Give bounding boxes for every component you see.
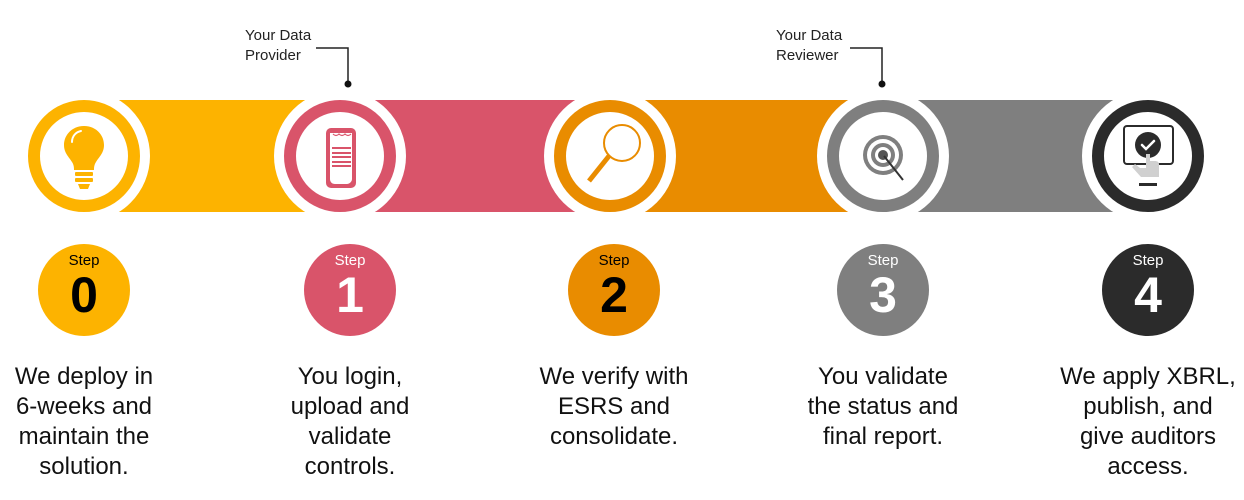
step-label: Step (1132, 252, 1164, 269)
description-line: give auditors (1079, 423, 1217, 450)
touch-check-icon (1123, 125, 1174, 186)
description-line: publish, and (1083, 393, 1213, 420)
description-line: validate (308, 423, 392, 450)
step-number: 3 (869, 267, 897, 323)
description-line: upload and (290, 393, 410, 420)
callout-data-provider: Your Data Provider (245, 26, 311, 66)
step-badge-3: Step 3 (837, 244, 929, 336)
description-line: We deploy in (14, 363, 154, 390)
callout-line: Reviewer (776, 47, 839, 64)
description-line: the status and (807, 393, 959, 420)
step-3-description: You validate the status and final report… (783, 362, 983, 452)
step-label: Step (334, 252, 366, 269)
step-label: Step (867, 252, 899, 269)
callout-leader-provider (316, 47, 352, 88)
magnifier-icon (587, 124, 641, 183)
step-2-ring (554, 100, 666, 212)
callout-leader-reviewer (850, 47, 886, 88)
callout-data-reviewer: Your Data Reviewer (776, 26, 842, 66)
description-line: consolidate. (549, 423, 679, 450)
lightbulb-icon (64, 126, 104, 189)
callout-line: Provider (245, 47, 301, 64)
callout-line: Your Data (776, 27, 843, 44)
step-badge-4: Step 4 (1102, 244, 1194, 336)
description-line: solution. (39, 453, 129, 480)
step-badge-1: Step 1 (304, 244, 396, 336)
step-0-description: We deploy in 6-weeks and maintain the so… (0, 362, 184, 482)
description-line: 6-weeks and (15, 393, 153, 420)
step-number: 4 (1134, 267, 1162, 323)
step-3-ring (827, 100, 939, 212)
description-line: You login, (297, 363, 403, 390)
step-badge-0: Step 0 (38, 244, 130, 336)
callout-line: Your Data (245, 27, 312, 44)
description-line: controls. (304, 453, 396, 480)
clipboard-icon (326, 128, 356, 188)
description-line: final report. (822, 423, 944, 450)
step-number: 1 (336, 267, 364, 323)
step-4-description: We apply XBRL, publish, and give auditor… (1048, 362, 1244, 482)
step-label: Step (598, 252, 630, 269)
description-line: access. (1107, 453, 1189, 480)
step-number: 2 (600, 267, 628, 323)
step-number: 0 (70, 267, 98, 323)
step-1-ring (284, 100, 396, 212)
step-label: Step (68, 252, 100, 269)
description-line: You validate (818, 363, 948, 390)
description-line: We verify with (539, 363, 689, 390)
description-line: We apply XBRL, (1060, 363, 1236, 390)
step-1-description: You login, upload and validate controls. (250, 362, 450, 482)
step-2-description: We verify with ESRS and consolidate. (514, 362, 714, 452)
description-line: ESRS and (557, 393, 671, 420)
step-badge-2: Step 2 (568, 244, 660, 336)
step-4-ring (1092, 100, 1204, 212)
step-0-ring (28, 100, 140, 212)
target-icon (863, 135, 904, 181)
description-line: maintain the (18, 423, 150, 450)
